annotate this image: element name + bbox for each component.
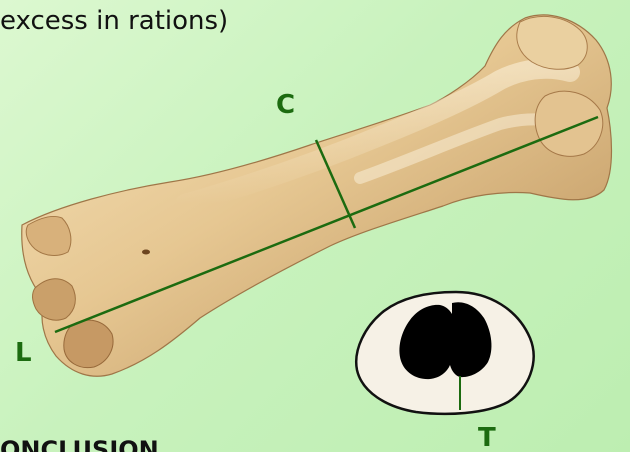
thickness-label: T bbox=[478, 425, 496, 451]
circumference-label: C bbox=[276, 92, 295, 118]
cross-section-diagram bbox=[356, 292, 533, 414]
bone-image bbox=[22, 15, 612, 376]
conclusion-text: ONCLUSION bbox=[0, 436, 159, 452]
length-label: L bbox=[15, 340, 32, 366]
